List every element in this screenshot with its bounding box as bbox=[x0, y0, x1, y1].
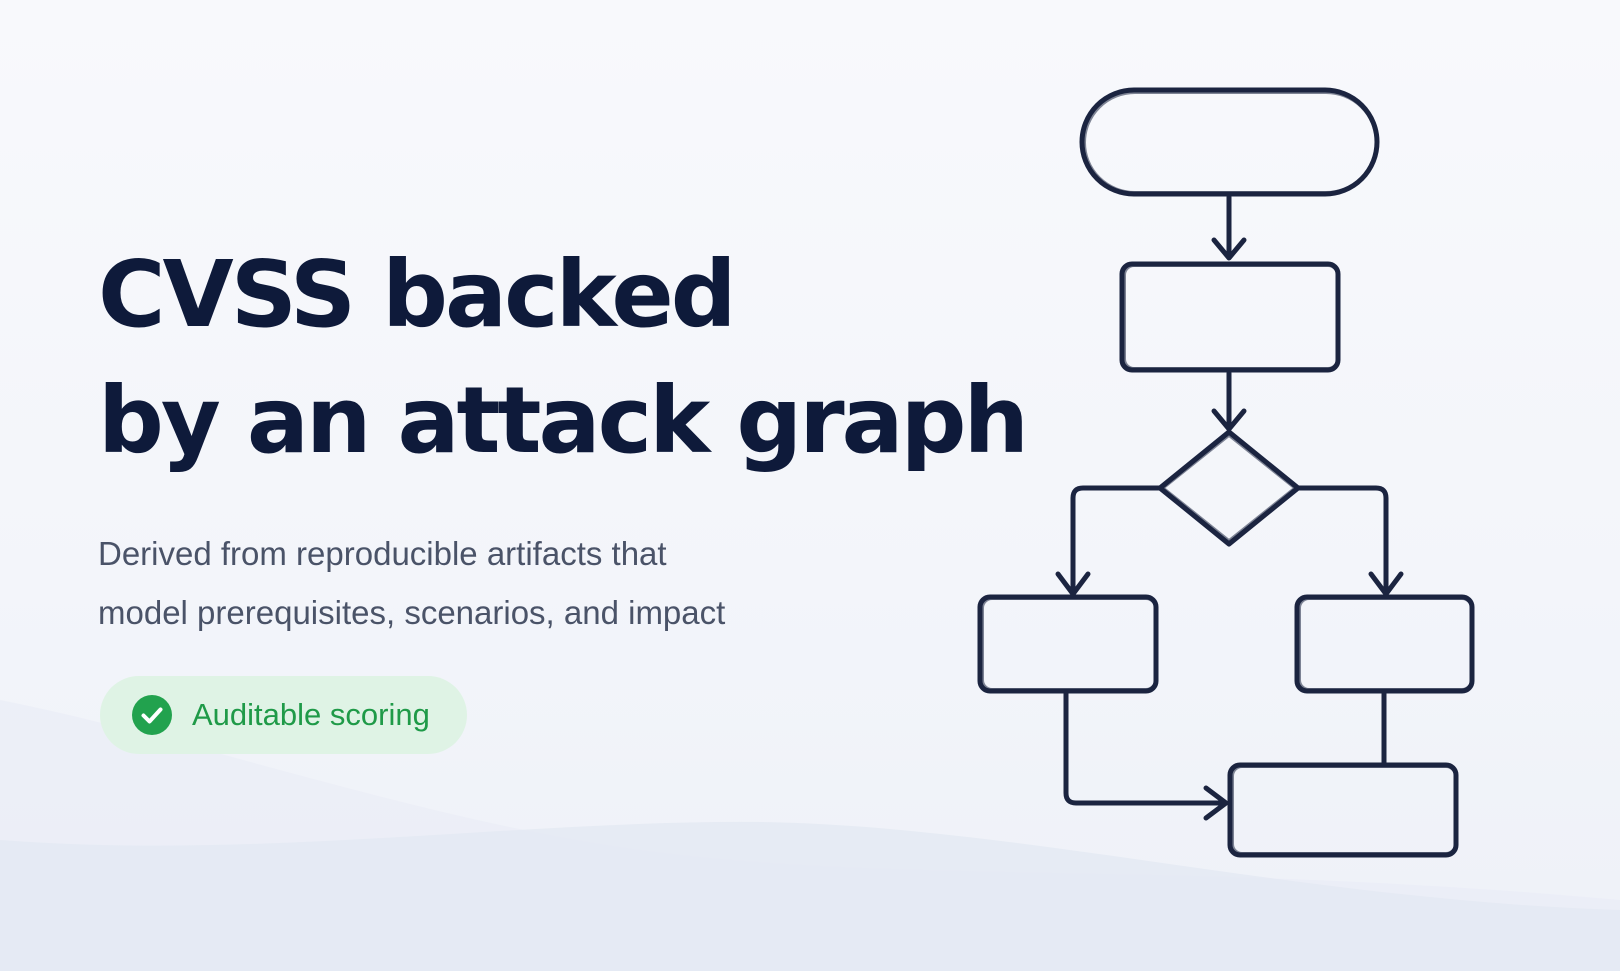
subtitle-line-2: model prerequisites, scenarios, and impa… bbox=[98, 594, 726, 631]
headline-line-2: by an attack graph bbox=[98, 367, 1029, 474]
flowchart-process-box bbox=[1227, 762, 1459, 858]
hero-section: CVSS backed by an attack graph Derived f… bbox=[98, 232, 1029, 642]
flowchart-arrow bbox=[1211, 370, 1247, 432]
check-circle-icon bbox=[132, 695, 172, 735]
headline-line-1: CVSS backed bbox=[98, 241, 737, 348]
flowchart-arrow bbox=[1295, 485, 1404, 597]
flowchart-arrow bbox=[1211, 194, 1247, 261]
subtitle-line-1: Derived from reproducible artifacts that bbox=[98, 535, 667, 572]
page-title: CVSS backed by an attack graph bbox=[98, 232, 1029, 484]
badge-label: Auditable scoring bbox=[192, 697, 430, 732]
hero-subtitle: Derived from reproducible artifacts that… bbox=[98, 524, 998, 642]
flowchart-arrow bbox=[1063, 690, 1229, 821]
flowchart-process-box bbox=[1119, 261, 1341, 373]
auditable-scoring-badge: Auditable scoring bbox=[100, 676, 467, 754]
flowchart-terminator bbox=[1079, 87, 1380, 197]
flowchart-process-box bbox=[977, 594, 1159, 694]
flowchart-arrow bbox=[1055, 485, 1163, 597]
flowchart-process-box bbox=[1294, 594, 1475, 694]
flowchart-decision bbox=[1157, 429, 1301, 547]
